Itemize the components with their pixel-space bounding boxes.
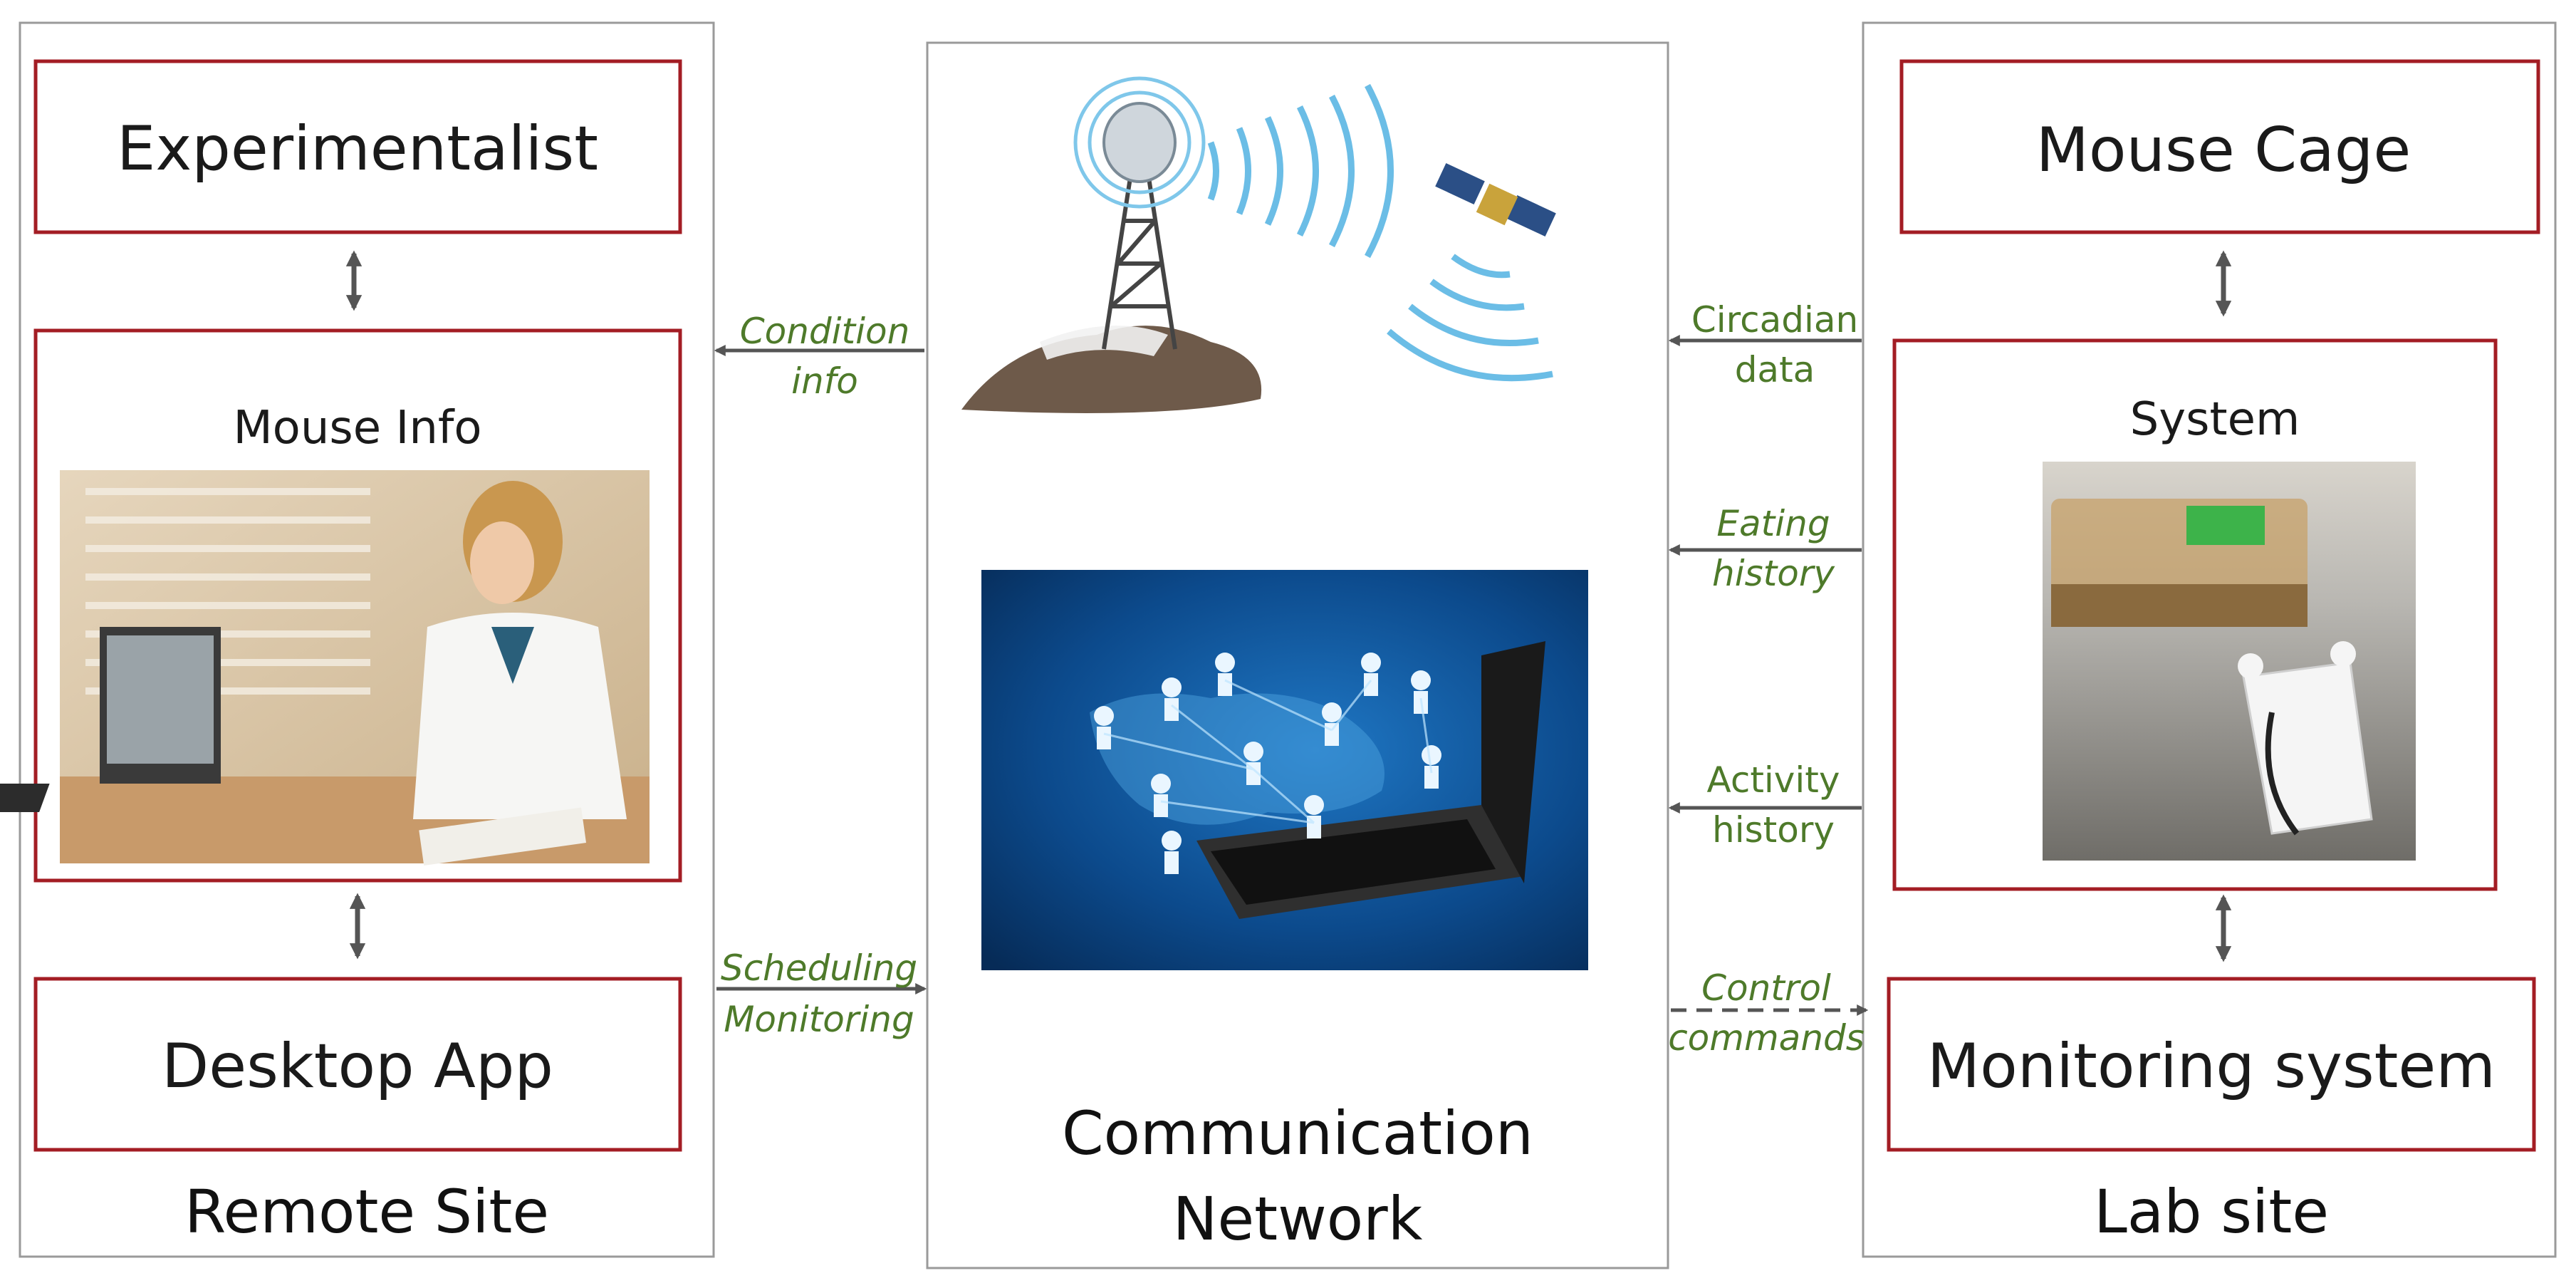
activity-line1: Activity <box>1707 759 1840 801</box>
remote-site-label: Remote Site <box>184 1177 549 1247</box>
people-nodes-icon <box>1094 653 1441 874</box>
experimentalist-label: Experimentalist <box>117 113 598 185</box>
network-label-line2: Network <box>1173 1184 1423 1254</box>
lab-site-label: Lab site <box>2094 1177 2329 1247</box>
system-label: System <box>2130 393 2300 446</box>
monitoring-system-box <box>1887 977 2536 1152</box>
eating-line1: Eating <box>1716 503 1830 544</box>
eating-line2: history <box>1712 553 1835 594</box>
experimentalist-box <box>33 59 682 234</box>
global-network-image <box>981 570 1588 970</box>
scheduling-label: Scheduling <box>721 947 917 989</box>
condition-info-line1: Condition <box>740 311 910 352</box>
lab-coat <box>413 613 627 819</box>
doctor-photo <box>0 470 650 866</box>
circadian-line2: data <box>1735 349 1815 390</box>
satellite-icon <box>1435 163 1556 237</box>
control-line2: commands <box>1668 1017 1865 1059</box>
satellite-waves-icon <box>1387 254 1553 382</box>
control-line1: Control <box>1701 967 1831 1009</box>
desktop-app-label: Desktop App <box>162 1031 553 1102</box>
signal-waves-icon <box>1207 83 1394 259</box>
network-label-line1: Communication <box>1062 1098 1533 1168</box>
radio-tower-icon <box>961 76 1262 413</box>
condition-info-line2: info <box>791 360 858 402</box>
mouse-cage-label: Mouse Cage <box>2036 115 2411 186</box>
activity-line2: history <box>1712 809 1835 851</box>
monitoring-system-label: Monitoring system <box>1927 1031 2496 1102</box>
cage-photo <box>2043 462 2416 861</box>
desktop-app-box <box>33 977 682 1152</box>
circadian-line1: Circadian <box>1691 299 1858 341</box>
mouse-cage-box <box>1899 59 2540 234</box>
monitoring-label: Monitoring <box>724 999 914 1040</box>
mouse-info-label: Mouse Info <box>233 402 481 454</box>
